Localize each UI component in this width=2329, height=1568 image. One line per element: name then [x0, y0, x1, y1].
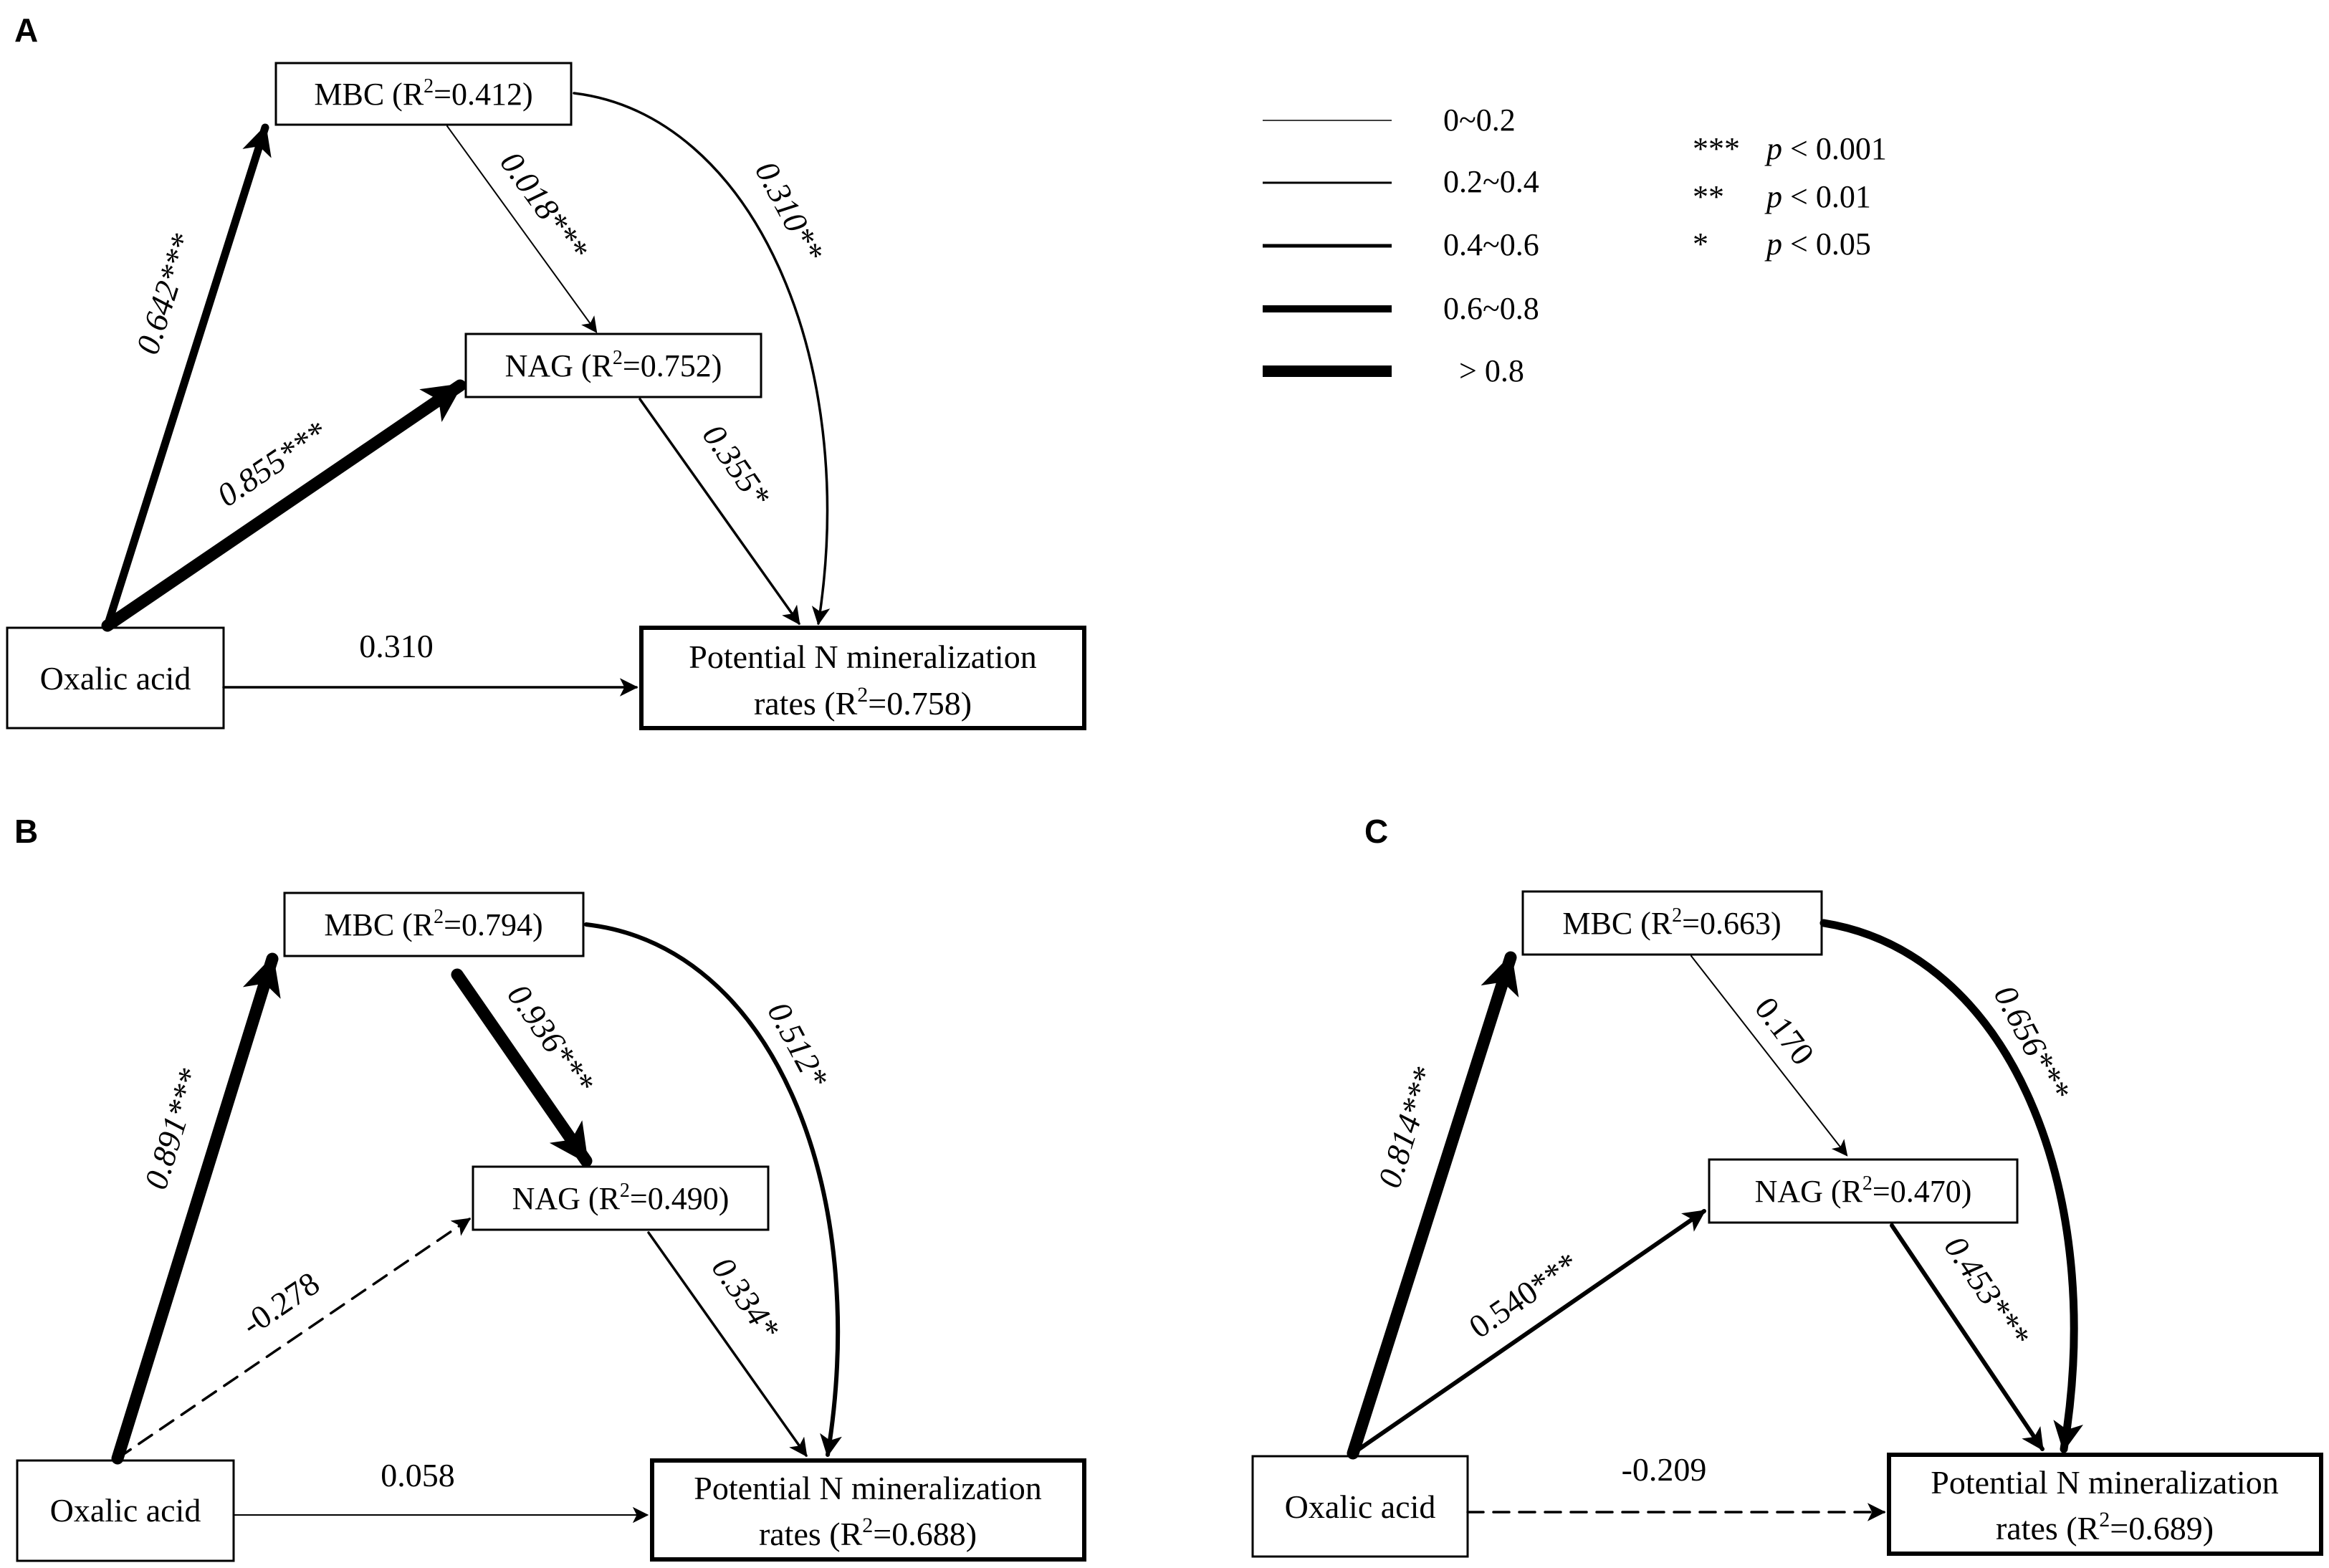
mbc-box — [274, 62, 573, 126]
path-mbc-nag-line — [451, 968, 593, 1167]
path-ox-nag-label: 0.540*** — [1463, 1245, 1585, 1345]
path-nag-pnm-label: 0.453*** — [1937, 1230, 2037, 1353]
path-ox-nag-label: -0.278 — [235, 1265, 326, 1343]
legend-stars-3: *** — [1693, 131, 1740, 166]
path-nag-pnm-label: 0.355* — [696, 418, 778, 513]
path-mbc-pnm-line — [584, 922, 842, 1458]
path-ox-nag-line — [1351, 1209, 1706, 1455]
path-mbc-pnm — [584, 922, 842, 1458]
path-mbc-pnm — [573, 92, 831, 626]
path-mbc-pnm — [1819, 919, 2084, 1453]
path-nag-pnm-line — [639, 398, 800, 626]
path-ox-mbc-label: 0.642*** — [129, 229, 201, 358]
pnm-label-line2: rates (R2=0.688) — [759, 1514, 977, 1552]
legend-p-0.001: p < 0.001 — [1764, 131, 1887, 166]
oxalic-acid-label: Oxalic acid — [50, 1492, 201, 1529]
legend-significance: *** p < 0.001 ** p < 0.01 * p < 0.05 — [1693, 131, 1887, 262]
path-ox-mbc-line — [1347, 951, 1519, 1460]
pnm-label-line2: rates (R2=0.689) — [1996, 1508, 2214, 1547]
legend-stars-2: ** — [1693, 179, 1724, 214]
path-ox-mbc — [103, 123, 272, 630]
oxalic-acid-label: Oxalic acid — [40, 660, 191, 697]
path-mbc-pnm-label: 0.512* — [760, 996, 835, 1094]
path-mbc-pnm-line — [573, 92, 831, 626]
path-nag-pnm — [639, 398, 800, 626]
nag-box — [1708, 1158, 2019, 1224]
path-nag-pnm — [1890, 1223, 2045, 1451]
panel-letter: A — [14, 11, 38, 49]
pnm-box — [639, 626, 1086, 730]
path-ox-nag-line — [101, 379, 467, 632]
path-mbc-nag-label: 0.018*** — [493, 145, 595, 267]
panel-letter: B — [14, 813, 38, 850]
mbc-label: MBC (R2=0.663) — [1562, 904, 1781, 941]
mbc-label: MBC (R2=0.412) — [314, 75, 532, 112]
panel-letter: C — [1364, 813, 1388, 850]
path-ox-mbc-label: 0.891*** — [137, 1064, 209, 1193]
mbc-box — [1521, 890, 1823, 956]
legend-label-0.4-0.6: 0.4~0.6 — [1443, 227, 1539, 262]
path-mbc-nag — [1690, 955, 1848, 1157]
path-nag-pnm-line — [647, 1231, 808, 1458]
nag-box — [464, 333, 762, 398]
path-ox-nag-line — [116, 1218, 472, 1460]
path-mbc-pnm-line — [1819, 919, 2084, 1453]
path-ox-mbc-line — [111, 952, 281, 1465]
panel-c: C MBC (R2=0.663) NAG (R2=0.470) Oxalic a… — [1251, 813, 2323, 1558]
path-ox-nag — [116, 1218, 472, 1460]
path-mbc-nag-line — [1690, 955, 1848, 1157]
oxalic-acid-box — [1251, 1455, 1469, 1558]
oxalic-acid-box — [16, 1459, 235, 1562]
oxalic-acid-label: Oxalic acid — [1285, 1488, 1436, 1525]
legend-width-scale: 0~0.2 0.2~0.4 0.4~0.6 0.6~0.8 > 0.8 — [1263, 102, 1539, 388]
nag-label: NAG (R2=0.470) — [1755, 1172, 1972, 1209]
path-ox-pnm-label: 0.058 — [381, 1457, 455, 1493]
path-ox-pnm-label: -0.209 — [1622, 1451, 1707, 1488]
legend-label-0-0.2: 0~0.2 — [1443, 102, 1516, 138]
path-ox-mbc-line — [103, 123, 272, 630]
nag-label: NAG (R2=0.752) — [505, 347, 722, 383]
path-ox-mbc — [111, 952, 281, 1465]
path-ox-pnm-label: 0.310 — [359, 628, 434, 664]
legend-p-0.05: p < 0.05 — [1764, 226, 1871, 262]
legend-stars-1: * — [1693, 226, 1708, 262]
pnm-box — [1887, 1453, 2323, 1556]
path-ox-nag-label: 0.855*** — [211, 414, 333, 514]
path-nag-pnm — [647, 1231, 808, 1458]
path-ox-nag — [101, 379, 467, 632]
legend-label-0.6-0.8: 0.6~0.8 — [1443, 291, 1539, 326]
oxalic-acid-box — [6, 626, 225, 730]
path-ox-nag — [1351, 1209, 1706, 1455]
path-mbc-nag-label: 0.936*** — [500, 977, 601, 1100]
mbc-box — [283, 891, 585, 957]
pnm-label-line1: Potential N mineralization — [694, 1470, 1041, 1506]
mbc-label: MBC (R2=0.794) — [324, 906, 542, 942]
path-nag-pnm-line — [1890, 1223, 2045, 1451]
path-mbc-nag-line — [446, 125, 598, 333]
panel-b: B MBC (R2=0.794) NAG (R2=0.490) Oxalic a… — [14, 813, 1086, 1562]
nag-label: NAG (R2=0.490) — [512, 1180, 730, 1216]
path-mbc-nag — [451, 968, 593, 1167]
panel-a: A MBC (R2=0.412) NAG (R2=0.752) Oxalic a… — [6, 11, 1086, 730]
pnm-label-line1: Potential N mineralization — [1931, 1464, 2278, 1501]
pnm-label-line2: rates (R2=0.758) — [754, 683, 972, 722]
path-ox-mbc — [1347, 951, 1519, 1460]
nag-box — [472, 1165, 770, 1231]
legend-label-0.2-0.4: 0.2~0.4 — [1443, 164, 1539, 199]
path-mbc-nag — [446, 125, 598, 333]
legend-p-0.01: p < 0.01 — [1764, 179, 1871, 214]
legend-label-gt-0.8: > 0.8 — [1459, 353, 1524, 388]
path-mbc-nag-label: 0.170 — [1748, 990, 1822, 1071]
path-ox-mbc-label: 0.814*** — [1371, 1063, 1443, 1192]
pnm-label-line1: Potential N mineralization — [689, 639, 1036, 675]
pnm-box — [650, 1458, 1086, 1562]
path-mbc-pnm-label: 0.310** — [748, 156, 831, 267]
legend: 0~0.2 0.2~0.4 0.4~0.6 0.6~0.8 > 0.8 *** … — [1263, 102, 1887, 388]
